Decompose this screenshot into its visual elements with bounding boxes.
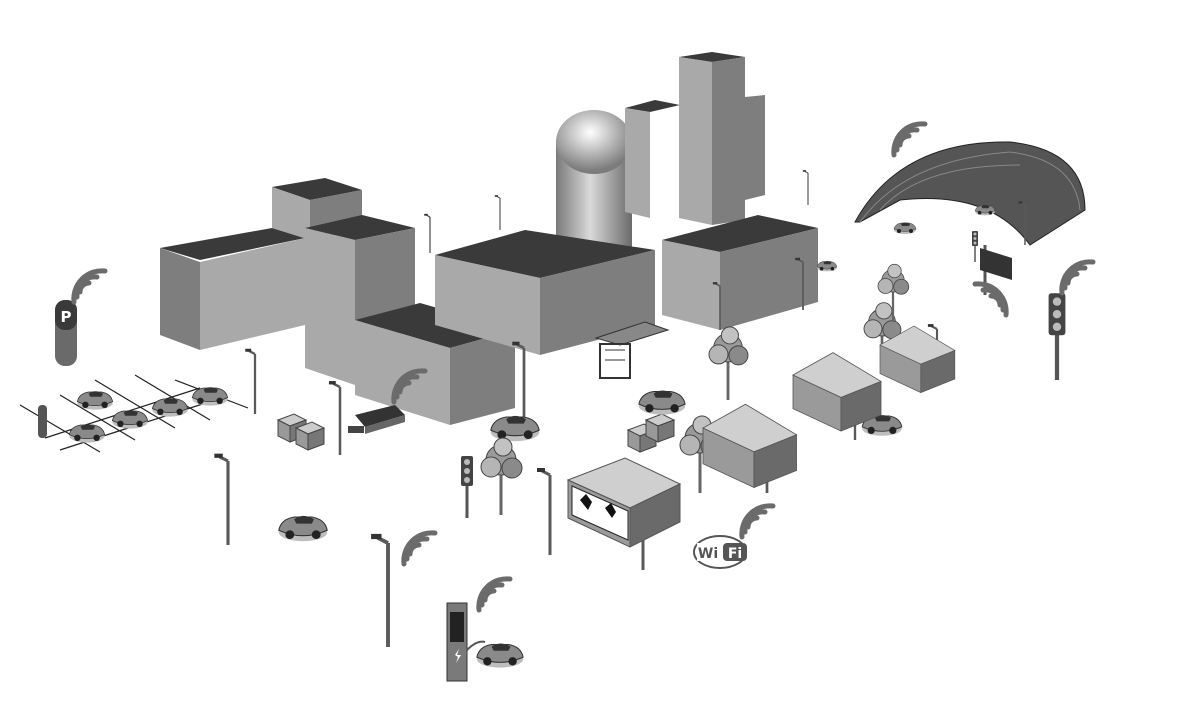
wifi-signal-icon xyxy=(74,271,105,302)
bus-stop-icon xyxy=(594,321,670,379)
wifi-signal-icon xyxy=(479,579,510,610)
ev-charger-icon xyxy=(446,602,524,682)
building-right xyxy=(662,215,818,330)
wifi-signal-icon xyxy=(894,124,925,155)
billboard-icon xyxy=(566,457,682,548)
wifi-logo-text-left: Wi xyxy=(698,546,718,562)
parking-meter-icon: P xyxy=(55,300,77,366)
wifi-signal-icon xyxy=(1062,262,1093,293)
wifi-signal-icon xyxy=(975,284,1006,315)
waste-bin-icon xyxy=(277,413,675,453)
building-center-low xyxy=(355,303,515,425)
wifi-logo-text-right: Fi xyxy=(728,546,742,562)
parking-sign-label: P xyxy=(61,308,72,326)
building-left-block xyxy=(160,228,305,350)
parking-lot xyxy=(19,374,249,453)
cctv-camera-icon xyxy=(348,405,405,434)
dome-icon xyxy=(854,141,1086,246)
building-skyscraper xyxy=(625,52,765,225)
wifi-logo-icon: Wi Fi xyxy=(693,535,747,569)
wifi-signal-icon xyxy=(404,533,435,564)
wifi-signal-icon xyxy=(742,506,773,537)
building-left-upper xyxy=(272,178,362,240)
tower-cylinder xyxy=(556,110,632,250)
